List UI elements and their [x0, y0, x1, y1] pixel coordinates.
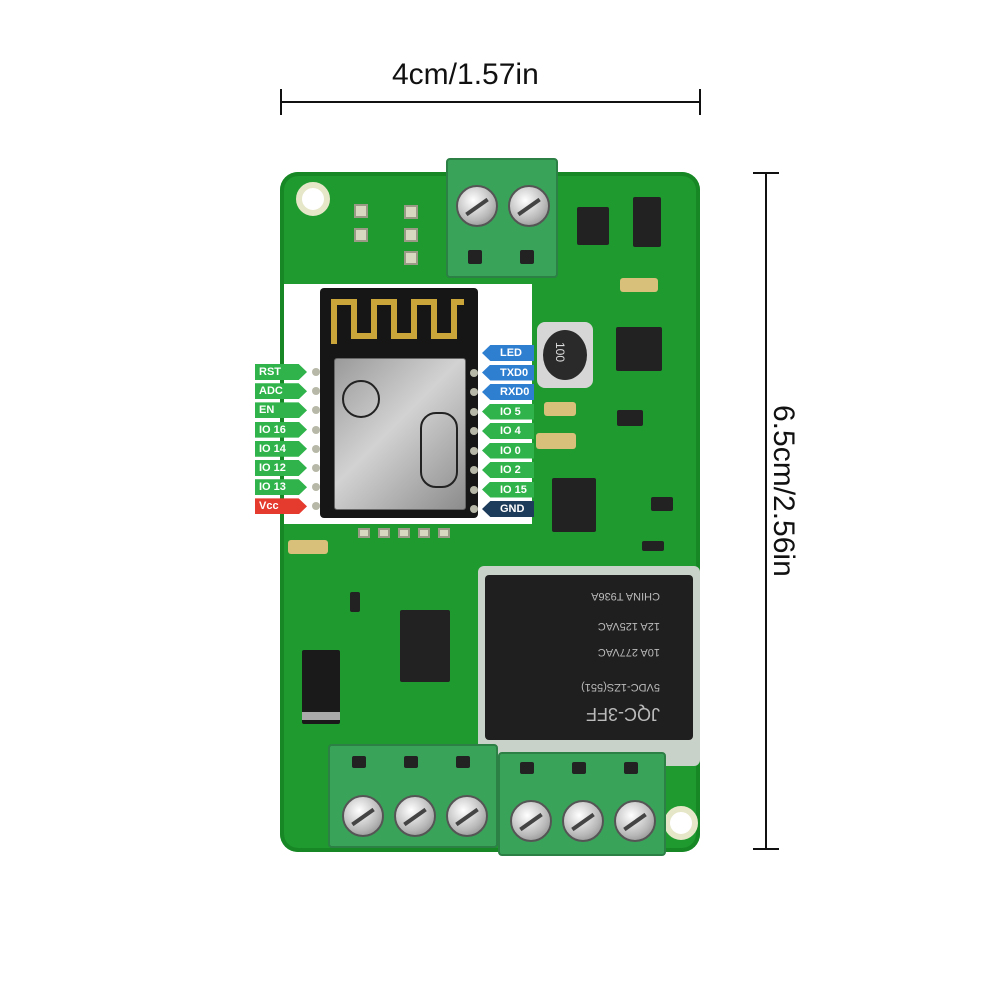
terminal-slot — [520, 250, 534, 264]
width-dimension-tick-right — [699, 89, 701, 115]
module-pin-left — [312, 387, 320, 396]
module-bottom-pad — [358, 528, 370, 538]
pin-label-left: IO 14 — [255, 440, 307, 457]
smd-capacitor — [544, 402, 576, 416]
module-pin-right — [470, 485, 478, 494]
header-pad — [404, 205, 418, 219]
header-pad — [404, 251, 418, 265]
module-pin-right — [470, 446, 478, 455]
module-bottom-pad — [398, 528, 410, 538]
smd-resistor — [620, 278, 658, 292]
module-pin-left — [312, 444, 320, 453]
inductor-label: 100 — [553, 341, 568, 363]
smd-part — [651, 497, 673, 511]
smd-diode — [642, 541, 664, 551]
pin-label-left: IO 16 — [255, 421, 307, 438]
width-dimension-line — [281, 101, 701, 103]
relay-text-line: JQC-3FF — [586, 704, 660, 724]
module-pin-left — [312, 464, 320, 472]
smd-regulator — [552, 478, 596, 532]
screw-icon — [456, 185, 498, 227]
pin-label-right: RXD0 — [482, 384, 534, 400]
smd-capacitor — [288, 540, 328, 554]
module-pin-left — [312, 368, 320, 376]
header-pad — [404, 228, 418, 242]
pin-label-right: GND — [482, 501, 534, 517]
module-pin-left — [312, 406, 320, 415]
height-dimension-line — [765, 173, 767, 849]
screw-icon — [508, 185, 550, 227]
pin-label-right: IO 4 — [482, 423, 534, 439]
pin-label-right: IO 2 — [482, 462, 534, 478]
header-pad — [354, 228, 368, 242]
screw-icon — [394, 795, 436, 837]
terminal-slot — [468, 250, 482, 264]
smd-transistor — [577, 207, 609, 245]
terminal-slot — [520, 762, 534, 774]
module-pin-right — [470, 407, 478, 416]
width-dimension-tick-left — [280, 89, 282, 115]
pin-label-right: IO 15 — [482, 481, 534, 498]
screw-icon — [562, 800, 604, 842]
module-pin-right — [470, 505, 478, 513]
terminal-slot — [456, 756, 470, 768]
terminal-slot — [572, 762, 586, 774]
module-pin-right — [470, 466, 478, 474]
pin-label-right: IO 5 — [482, 403, 534, 420]
fcc-logo — [342, 380, 380, 418]
pin-label-right: IO 0 — [482, 442, 534, 459]
height-dimension-label: 6.5cm/2.56in — [767, 405, 800, 577]
module-pin-right — [470, 388, 478, 396]
module-pin-right — [470, 368, 478, 377]
relay — [485, 575, 693, 740]
screw-icon — [510, 800, 552, 842]
pin-label-right: TXD0 — [482, 364, 534, 381]
module-pin-left — [312, 483, 320, 492]
relay-text-line: 12A 125VAC — [597, 620, 660, 632]
header-pad — [354, 204, 368, 218]
pin-label-right: LED — [482, 345, 534, 361]
mounting-hole-bottom-right — [664, 806, 698, 840]
smd-transistor — [633, 197, 661, 247]
smd-diode-large — [302, 650, 340, 724]
wifi-logo — [420, 412, 458, 488]
terminal-slot — [404, 756, 418, 768]
module-bottom-pad — [378, 528, 390, 538]
mounting-hole-top-left — [296, 182, 330, 216]
relay-text-line: CHINA T936A — [591, 590, 660, 602]
pin-label-left: RST — [255, 364, 307, 380]
width-dimension-label: 4cm/1.57in — [392, 58, 539, 91]
terminal-slot — [352, 756, 366, 768]
smd-part — [350, 592, 360, 612]
terminal-slot — [624, 762, 638, 774]
smd-capacitor — [536, 433, 576, 449]
screw-icon — [342, 795, 384, 837]
diode-band — [302, 712, 340, 720]
optocoupler — [400, 610, 450, 682]
height-dimension-tick-bottom — [753, 848, 779, 850]
module-bottom-pad — [418, 528, 430, 538]
smd-part — [617, 410, 643, 426]
inductor-core — [543, 330, 587, 380]
pin-label-left: EN — [255, 402, 307, 419]
module-bottom-pad — [438, 528, 450, 538]
height-dimension-tick-top — [753, 172, 779, 174]
pin-label-left: IO 13 — [255, 479, 307, 496]
antenna-trace-icon — [331, 299, 464, 344]
module-pin-right — [470, 427, 478, 435]
pin-label-left: ADC — [255, 383, 307, 400]
smd-ic — [616, 327, 662, 371]
pin-label-left: IO 12 — [255, 460, 307, 476]
screw-icon — [446, 795, 488, 837]
pin-label-left: Vcc — [255, 498, 307, 515]
relay-text-line: 10A 277VAC — [597, 646, 660, 658]
screw-icon — [614, 800, 656, 842]
module-pin-left — [312, 502, 320, 511]
module-pin-left — [312, 425, 320, 434]
relay-text-line: 5VDC-1ZS(551) — [581, 681, 660, 693]
